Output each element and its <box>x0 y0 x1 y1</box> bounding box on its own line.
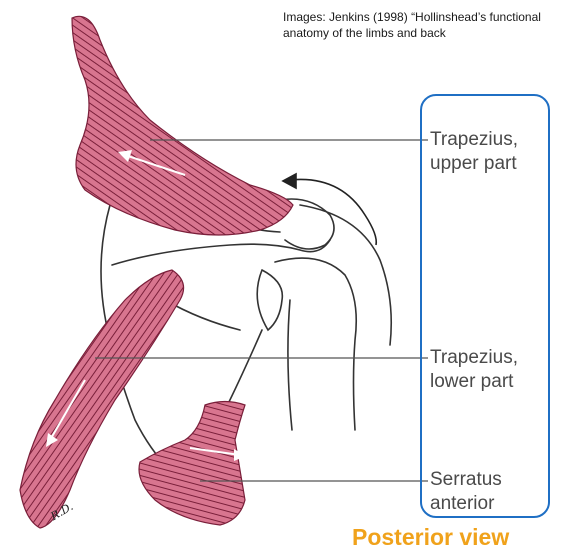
leader-lines <box>95 139 428 482</box>
humeral-head <box>274 257 358 431</box>
label-trapezius-upper: Trapezius, upper part <box>430 128 550 176</box>
label-trapezius-lower: Trapezius, lower part <box>430 346 550 394</box>
humerus-shaft-left <box>287 299 293 431</box>
lower-arrow-head-icon <box>46 433 58 447</box>
view-title: Posterior view <box>352 524 510 550</box>
label-line: lower part <box>430 371 514 392</box>
trapezius-upper-muscle <box>71 15 294 236</box>
label-serratus-anterior: Serratus anterior <box>430 468 550 516</box>
caption-line-1: Images: Jenkins (1998) “Hollinshead’s fu… <box>283 10 541 24</box>
serratus-arrow <box>189 447 241 456</box>
upper-arrow <box>124 154 186 176</box>
shoulder-contour <box>299 204 392 346</box>
acromion <box>279 198 335 250</box>
lower-arrow <box>49 379 86 441</box>
action-arrows <box>46 150 378 461</box>
label-line: Serratus <box>430 469 502 490</box>
labels-box <box>420 94 550 518</box>
rotation-arrow-head-icon <box>281 172 297 190</box>
rotation-arrow <box>289 178 378 246</box>
trapezius-lower-muscle <box>19 269 185 529</box>
label-line: anterior <box>430 493 495 514</box>
image-credit-caption: Images: Jenkins (1998) “Hollinshead’s fu… <box>283 9 553 41</box>
glenoid <box>256 269 284 332</box>
label-line: Trapezius, <box>430 129 518 150</box>
serratus-arrow-head-icon <box>234 449 246 461</box>
label-line: upper part <box>430 153 517 174</box>
spine-of-scapula <box>111 239 331 266</box>
upper-arrow-head-icon <box>118 150 132 162</box>
caption-line-2: anatomy of the limbs and back <box>283 26 446 40</box>
serratus-anterior-muscle <box>138 400 246 526</box>
label-line: Trapezius, <box>430 347 518 368</box>
